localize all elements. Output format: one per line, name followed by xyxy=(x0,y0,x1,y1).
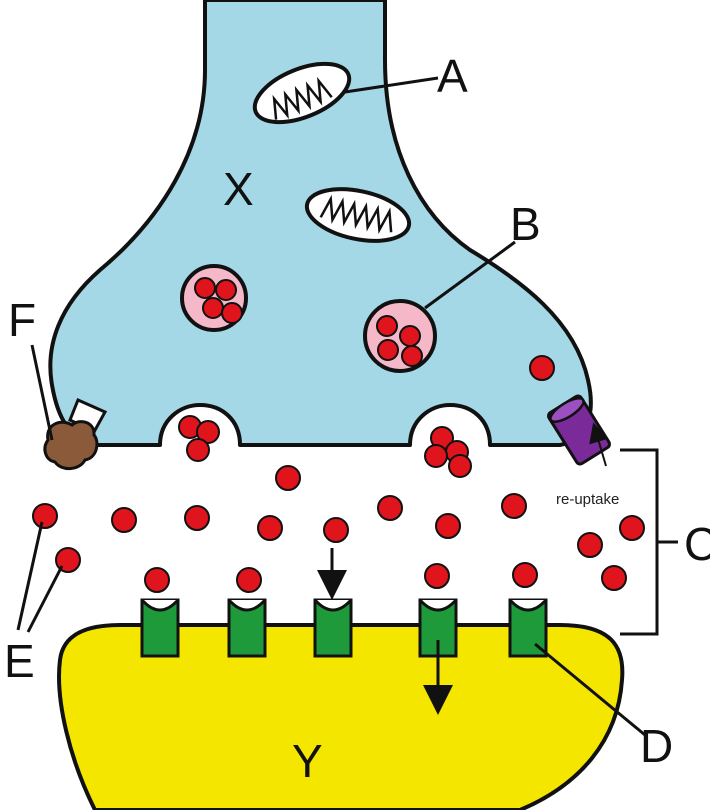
synaptic-vesicle-2 xyxy=(365,301,435,371)
cleft-neurotransmitters xyxy=(33,466,644,592)
leader-line-e2 xyxy=(28,566,62,632)
receptor-2 xyxy=(229,600,265,656)
label-d: D xyxy=(640,720,673,772)
exocytosis-vesicle-1 xyxy=(179,416,219,461)
label-x: X xyxy=(223,163,254,215)
label-f: F xyxy=(8,294,36,346)
synaptic-vesicle-1 xyxy=(182,266,246,330)
label-b: B xyxy=(510,198,541,250)
label-y: Y xyxy=(292,735,323,787)
label-e: E xyxy=(4,635,35,687)
label-a: A xyxy=(437,50,468,102)
exocytosis-vesicle-2 xyxy=(425,427,471,477)
label-reuptake: re-uptake xyxy=(556,491,619,508)
neurotransmitter xyxy=(530,356,554,380)
synaptic-cleft-bracket xyxy=(620,450,678,634)
receptor-3 xyxy=(315,600,351,656)
label-c: C xyxy=(684,518,710,570)
receptor-1 xyxy=(142,600,178,656)
